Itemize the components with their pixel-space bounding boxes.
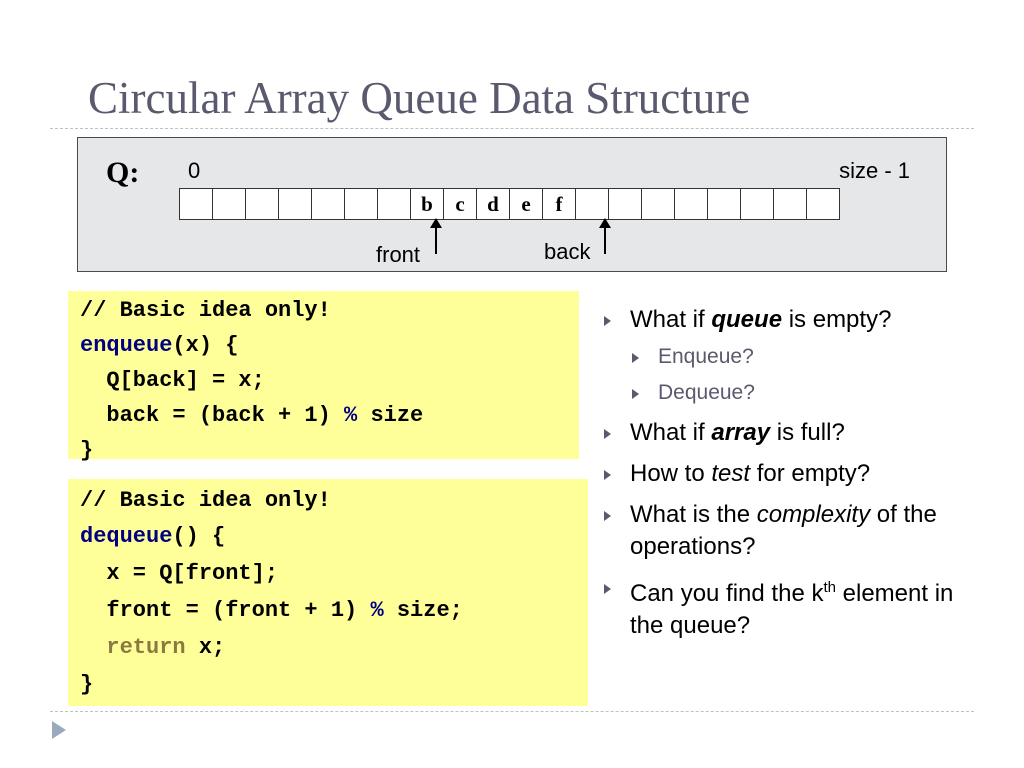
bullet-triangle-icon	[632, 389, 639, 399]
bullet-item: What if queue is empty?	[604, 304, 984, 336]
code-line: return x;	[80, 630, 588, 667]
bullet-emphasis: array	[711, 419, 771, 446]
bullet-item: Can you find the kth element in the queu…	[604, 572, 984, 642]
bullet-triangle-icon	[604, 470, 611, 480]
code-signature: enqueue(x) {	[80, 328, 579, 363]
code-line: x = Q[front];	[80, 561, 279, 586]
array-cell	[311, 188, 345, 220]
bullet-triangle-icon	[604, 584, 611, 594]
sub-bullet-item: Enqueue?	[632, 343, 984, 371]
bullet-emphasis: complexity	[756, 501, 871, 528]
code-comment: // Basic idea only!	[80, 488, 331, 513]
bullet-text: for empty?	[750, 460, 871, 487]
code-keyword: return	[106, 635, 186, 660]
queue-label: Q:	[106, 156, 140, 189]
bullet-emphasis: queue	[711, 306, 783, 333]
sub-bullet-item: Dequeue?	[632, 379, 984, 407]
code-line: Q[back] = x;	[80, 368, 265, 393]
array-cell	[377, 188, 411, 220]
bullet-text: What is the	[630, 501, 757, 528]
dequeue-code-block: // Basic idea only! dequeue() { x = Q[fr…	[68, 479, 588, 706]
array-cell: c	[443, 188, 477, 220]
array-cell	[608, 188, 642, 220]
array-cell: d	[476, 188, 510, 220]
array-cell	[641, 188, 675, 220]
bullet-text: element in the queue?	[630, 580, 954, 639]
array-cell	[806, 188, 840, 220]
code-line: }	[80, 438, 94, 463]
bullet-item: How to test for empty?	[604, 458, 984, 490]
top-divider	[50, 128, 974, 129]
array-cell	[245, 188, 279, 220]
array-cell	[179, 188, 213, 220]
enqueue-code-block: // Basic idea only! enqueue(x) { Q[back]…	[68, 291, 579, 463]
back-pointer-arrow	[599, 218, 611, 254]
function-name: dequeue	[80, 524, 173, 549]
array-cell: e	[509, 188, 543, 220]
code-operator: %	[370, 598, 384, 623]
code-text: front = (front + 1)	[80, 598, 371, 623]
array-cell	[773, 188, 807, 220]
code-line: back = (back + 1) % size	[80, 398, 579, 433]
code-comment: // Basic idea only!	[80, 298, 331, 323]
end-index-label: size - 1	[839, 158, 910, 183]
array-cell	[740, 188, 774, 220]
bullet-triangle-icon	[604, 429, 611, 439]
code-operator: %	[344, 403, 358, 428]
sub-bullet-text: Enqueue?	[658, 345, 754, 368]
question-list: What if queue is empty? Enqueue? Dequeue…	[604, 304, 984, 651]
bullet-superscript: th	[823, 579, 836, 596]
start-index-label: 0	[188, 158, 201, 183]
bullet-text: What if	[630, 419, 712, 446]
bullet-text: Can you find the k	[630, 580, 824, 607]
front-pointer-arrow	[430, 218, 442, 254]
array-cell	[575, 188, 609, 220]
array-cell	[707, 188, 741, 220]
array-cell: b	[410, 188, 444, 220]
bullet-triangle-icon	[632, 353, 639, 363]
code-text	[80, 635, 106, 660]
array-cell: f	[542, 188, 576, 220]
slide-title: Circular Array Queue Data Structure	[88, 73, 751, 123]
array-cell	[344, 188, 378, 220]
code-text: x;	[185, 635, 226, 660]
slide-nav-triangle-icon[interactable]	[52, 721, 66, 739]
array-cell	[212, 188, 246, 220]
back-label: back	[544, 239, 591, 264]
code-line: front = (front + 1) % size;	[80, 593, 588, 630]
bottom-divider	[50, 711, 974, 712]
bullet-triangle-icon	[604, 316, 611, 326]
code-text: (x) {	[172, 333, 239, 358]
bullet-text: How to	[630, 460, 712, 487]
code-text: size	[357, 403, 424, 428]
array-cell	[278, 188, 312, 220]
bullet-emphasis: test	[711, 460, 751, 487]
code-text: size;	[383, 598, 463, 623]
function-name: enqueue	[80, 333, 173, 358]
array-cell	[674, 188, 708, 220]
bullet-text: is full?	[770, 419, 845, 446]
code-line: }	[80, 672, 94, 697]
bullet-item: What if array is full?	[604, 417, 984, 449]
code-signature: dequeue() {	[80, 519, 588, 556]
bullet-item: What is the complexity of the operations…	[604, 499, 984, 563]
bullet-text: What if	[630, 306, 712, 333]
bullet-text: of the operations?	[630, 501, 937, 560]
code-text: back = (back + 1)	[80, 403, 345, 428]
bullet-triangle-icon	[604, 511, 611, 521]
bullet-text: is empty?	[782, 306, 892, 333]
sub-bullet-text: Dequeue?	[658, 381, 755, 404]
front-label: front	[376, 242, 421, 267]
code-text: () {	[172, 524, 226, 549]
